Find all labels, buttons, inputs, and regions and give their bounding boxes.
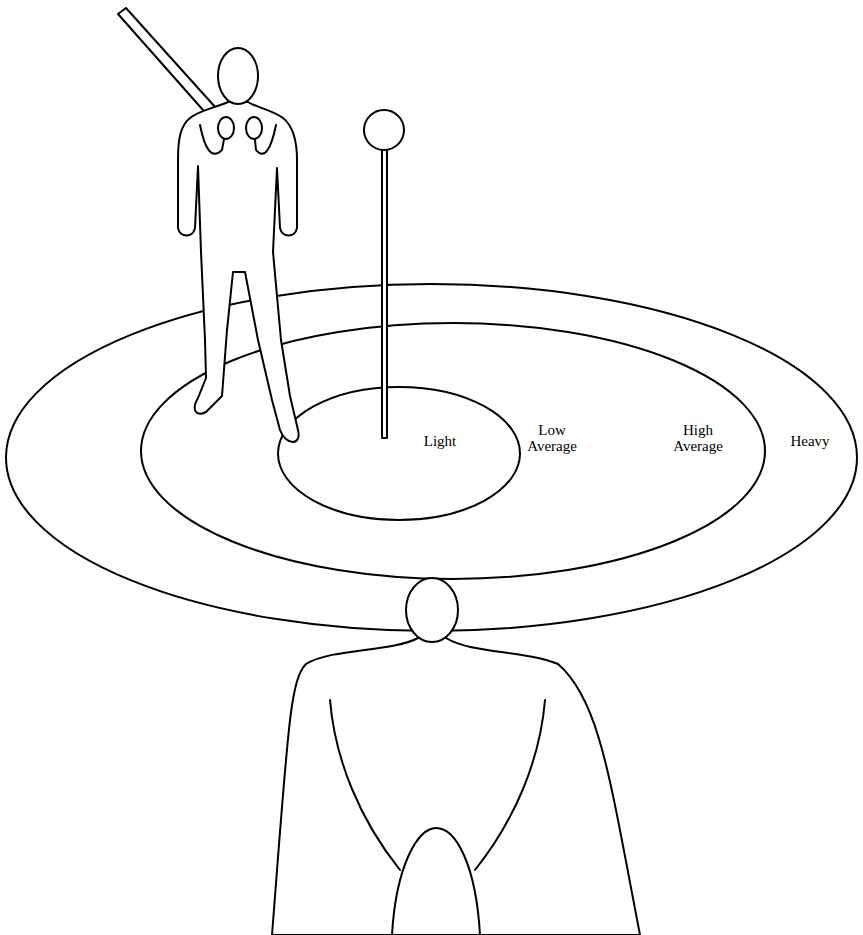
weight-zone: Light Low Average High Average bbox=[5, 283, 858, 632]
observer-legs bbox=[392, 828, 480, 935]
right-hand bbox=[246, 117, 262, 139]
weight-zone: Light Low Average bbox=[140, 322, 766, 580]
weight-zone: Light bbox=[277, 386, 521, 521]
zone-outline bbox=[140, 322, 766, 580]
stick bbox=[118, 8, 234, 136]
right-arm bbox=[254, 125, 276, 154]
zone-outline bbox=[277, 386, 521, 521]
left-arm bbox=[200, 125, 226, 154]
illustration-group bbox=[118, 8, 640, 935]
zone-label: Light bbox=[400, 433, 480, 449]
pole-ball bbox=[364, 110, 404, 150]
left-hand bbox=[218, 117, 234, 139]
standing-figure bbox=[178, 102, 299, 442]
observer-head bbox=[406, 578, 458, 642]
zone-label: High Average bbox=[663, 422, 733, 454]
zone-ellipse bbox=[141, 323, 765, 579]
pole bbox=[382, 148, 387, 438]
observer-arm bbox=[330, 700, 400, 870]
zone-ellipse bbox=[6, 284, 857, 631]
zone-ellipse bbox=[278, 387, 520, 520]
zone-label: Heavy bbox=[770, 433, 850, 449]
zone-label: Low Average bbox=[519, 422, 585, 454]
observer-arm bbox=[475, 700, 545, 870]
standing-head bbox=[218, 48, 258, 104]
observer-body bbox=[272, 638, 640, 935]
